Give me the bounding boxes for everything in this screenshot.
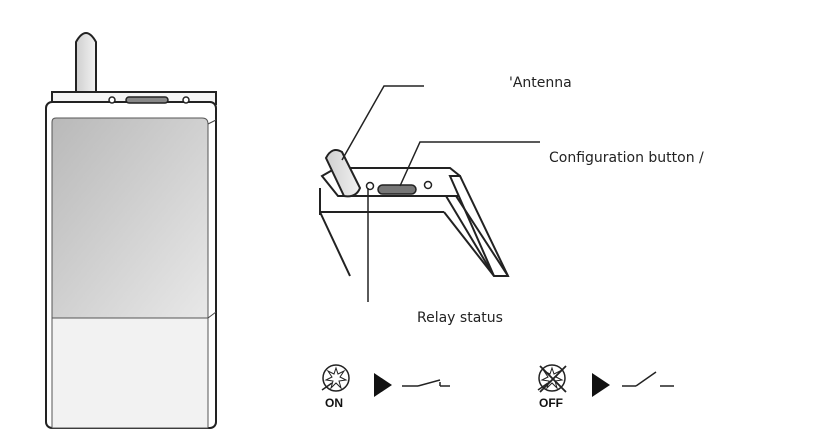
legend-off: OFF: [537, 364, 674, 410]
front-panel-lower: [51, 317, 209, 429]
legend-on: ON: [321, 364, 450, 410]
zoom-led: [365, 181, 375, 191]
zoom-antenna: [324, 149, 362, 198]
zoom-config-button: [377, 184, 417, 195]
top-hole: [182, 96, 190, 104]
label-antenna: 'Antenna: [509, 75, 572, 91]
device-full-view: [45, 32, 217, 429]
label-config-button: Configuration button /: [549, 150, 704, 166]
on-label: ON: [325, 396, 343, 410]
closed-switch-icon: [622, 371, 674, 387]
led-on-icon: [321, 364, 350, 392]
label-relay-status: Relay status: [417, 310, 503, 326]
open-switch-icon: [402, 379, 450, 387]
play-arrow-icon: [374, 373, 392, 397]
leader-config: [399, 141, 540, 187]
zoom-hole: [423, 180, 433, 190]
off-label: OFF: [539, 396, 563, 410]
led-off-icon: [537, 364, 567, 393]
antenna-shape: [75, 32, 97, 105]
leader-antenna: [341, 85, 424, 161]
play-arrow-icon: [592, 373, 610, 397]
top-config-button: [125, 96, 169, 104]
device-zoom-view: [319, 85, 540, 302]
top-led: [108, 96, 116, 104]
front-panel-upper: [51, 117, 209, 319]
